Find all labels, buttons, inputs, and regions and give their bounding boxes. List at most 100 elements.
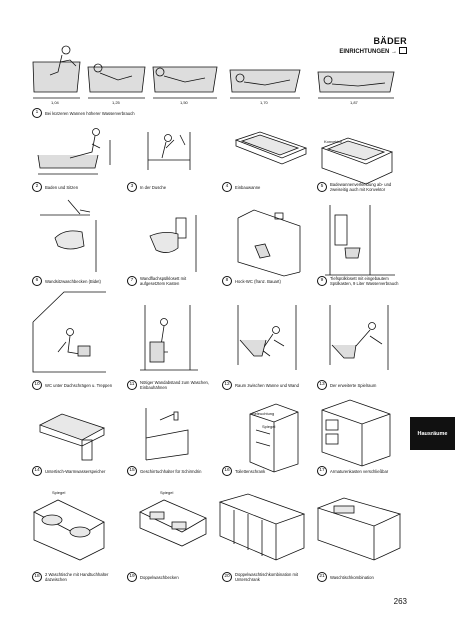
figure-number: 16 [222, 466, 232, 476]
figure-number: 12 [222, 380, 232, 390]
book-icon [399, 47, 407, 54]
caption-text: Badewannenverkleidung ab- und zweiseitig… [330, 182, 392, 192]
caption-text: Toilettenschrank [235, 468, 266, 474]
dim-187: 1,87 [350, 100, 358, 105]
label-spiegel-18: Spiegel [52, 490, 66, 495]
figure-number: 18 [32, 572, 42, 582]
figure-number: 9 [317, 276, 327, 286]
figure-number: 13 [317, 380, 327, 390]
caption-text: 2 Waschtische mit Handtuchhalter dazwisc… [45, 572, 109, 582]
dim-125: 1,25 [112, 100, 120, 105]
fig-einbauwanne [234, 131, 308, 165]
figure-number: 7 [127, 276, 137, 286]
caption-text: Der erweiterte Spielraum [330, 382, 377, 388]
caption-text: Einbauwanne [235, 184, 261, 190]
caption-text: Baden und Sitzen [45, 184, 79, 190]
figure-number: 11 [127, 380, 137, 390]
figure-number: 20 [222, 572, 232, 582]
figure-number: 2 [32, 182, 42, 192]
fig-washbasin-combo [316, 497, 402, 561]
fig-tub-wall-space [237, 305, 297, 370]
figure-number: 6 [32, 276, 42, 286]
fig-tiefspuel-wc [325, 205, 395, 276]
figure-number: 3 [127, 182, 137, 192]
subtitle-text: EINRICHTUNGEN → [339, 49, 397, 55]
side-tab-hausraeume[interactable]: Hausräume [410, 417, 455, 450]
fig-tub-surround [320, 137, 394, 185]
caption-text: Raum zwischen Wanne und Wand [235, 382, 299, 388]
dim-170: 1,70 [260, 100, 268, 105]
fig-wc-under-slope [32, 291, 106, 373]
fig-two-washbasins [33, 499, 105, 561]
fig-shower [147, 132, 191, 170]
caption-text: WC unter Dachschrägen u. Treppen [45, 382, 113, 388]
fig-wall-clearance [140, 305, 198, 371]
figure-number: 4 [222, 182, 232, 192]
caption-text: Armaturenkasten verschließbar [330, 468, 389, 474]
page-title: BÄDER [373, 36, 407, 46]
caption-text: Nötiger Wandabstand zum Waschen, Einbauh… [140, 380, 210, 390]
fig-double-basin-cabinet [218, 493, 306, 561]
dim-150: 1,50 [180, 100, 188, 105]
caption-text: Hock-WC (franz. Bauart) [235, 278, 281, 284]
caption-text: Wandsitzwaschbecken (Bidet) [45, 278, 101, 284]
figure-number: 19 [127, 572, 137, 582]
caption-text: Untertisch-Warmwasserspeicher [45, 468, 106, 474]
bathtub-170 [229, 69, 301, 99]
fig-toilet-cabinet [249, 403, 299, 473]
figure-number: 1 [32, 108, 42, 118]
figure-number: 5 [317, 182, 327, 192]
fig-extended-space [329, 305, 389, 370]
bathtub-150 [152, 66, 218, 99]
label-beleuchtung: Beleuchtung [252, 411, 275, 416]
caption-text: Waschtischkombination [330, 574, 374, 580]
label-spiegel: Spiegel [262, 424, 276, 429]
fig-bath-sitting [37, 128, 111, 175]
fig-squat-wc [237, 209, 301, 277]
fig-undertable-heater [38, 413, 105, 461]
caption-text: Tiefspülklosett mit eingebautem Spülkast… [330, 276, 399, 286]
fig-double-basin [139, 499, 207, 547]
caption-text: In der Dusche [140, 184, 167, 190]
fig-bidet [40, 199, 97, 272]
bathtub-104 [32, 45, 81, 99]
fig-wc-flush [149, 215, 197, 272]
caption-text: Wandflachspülklosett mit aufgesetztem Ka… [140, 276, 187, 286]
label-konvektor: Konvektor [324, 139, 343, 144]
figure-number: 8 [222, 276, 232, 286]
dim-104: 1,04 [51, 100, 59, 105]
figure-number: 15 [127, 466, 137, 476]
page-number: 263 [393, 597, 407, 606]
fig-towel-rack [145, 408, 189, 461]
section-subtitle: EINRICHTUNGEN → [339, 47, 407, 55]
caption-text: Doppelwaschtischkombination mit Untersch… [235, 572, 299, 582]
caption-text: Doppelwaschbecken [140, 574, 179, 580]
caption-text: Bei kürzeren Wannen höherer Wasserverbra… [45, 110, 135, 116]
bathtub-125 [87, 63, 146, 99]
figure-number: 10 [32, 380, 42, 390]
label-spiegel-19: Spiegel [160, 490, 174, 495]
caption-text: Geschirrtuchhalter für Schirmdrin [140, 468, 202, 474]
figure-number: 21 [317, 572, 327, 582]
